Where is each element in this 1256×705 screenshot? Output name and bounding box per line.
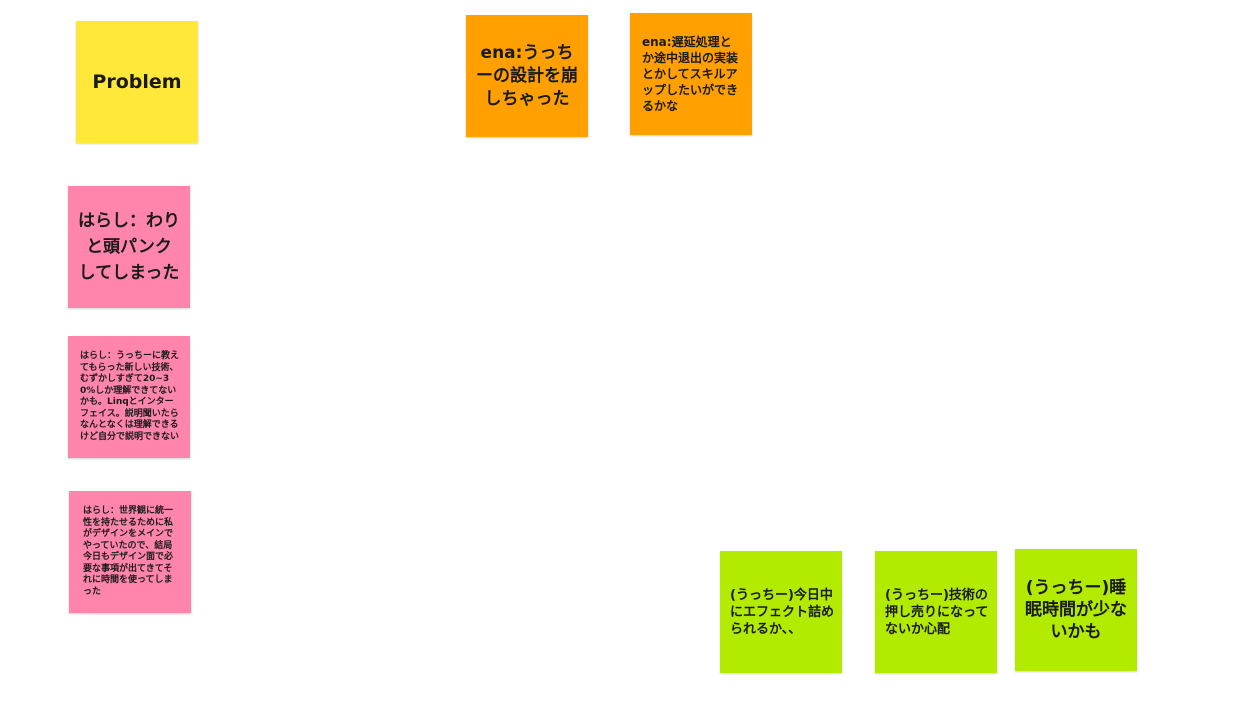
sticky-note-text: ena:うっちーの設計を崩しちゃった <box>476 42 578 109</box>
sticky-note-text: はらし：わりと頭パンクしてしまった <box>78 211 180 283</box>
sticky-note-text: はらし：世界観に統一性を持たせるために私がデザインをメインでやっていたので、結局… <box>83 506 174 597</box>
sticky-note-text: (うっちー)技術の押し売りになってないか心配 <box>885 587 989 637</box>
sticky-note-ucchi-effects[interactable]: (うっちー)今日中にエフェクト詰められるか、、 <box>720 551 842 673</box>
sticky-note-text: (うっちー)睡眠時間が少ないかも <box>1025 578 1127 642</box>
sticky-note-harashi-design[interactable]: はらし：世界観に統一性を持たせるために私がデザインをメインでやっていたので、結局… <box>69 491 191 613</box>
sticky-note-harashi-tech[interactable]: はらし：うっちーに教えてもらった新しい技術、むずかしすぎて20~30%しか理解で… <box>68 336 190 458</box>
sticky-note-problem[interactable]: Problem <box>76 21 198 143</box>
sticky-note-text: はらし：うっちーに教えてもらった新しい技術、むずかしすぎて20~30%しか理解で… <box>80 351 180 442</box>
sticky-note-ena-skill[interactable]: ena:遅延処理とか途中退出の実装とかしてスキルアップしたいができるかな <box>630 13 752 135</box>
sticky-note-ena-design[interactable]: ena:うっちーの設計を崩しちゃった <box>466 15 588 137</box>
sticky-note-ucchi-tech[interactable]: (うっちー)技術の押し売りになってないか心配 <box>875 551 997 673</box>
sticky-note-ucchi-sleep[interactable]: (うっちー)睡眠時間が少ないかも <box>1015 549 1137 671</box>
sticky-note-text: ena:遅延処理とか途中退出の実装とかしてスキルアップしたいができるかな <box>642 35 739 113</box>
sticky-note-text: (うっちー)今日中にエフェクト詰められるか、、 <box>730 587 835 637</box>
sticky-note-text: Problem <box>92 71 182 93</box>
sticky-note-harashi-overload[interactable]: はらし：わりと頭パンクしてしまった <box>68 186 190 308</box>
